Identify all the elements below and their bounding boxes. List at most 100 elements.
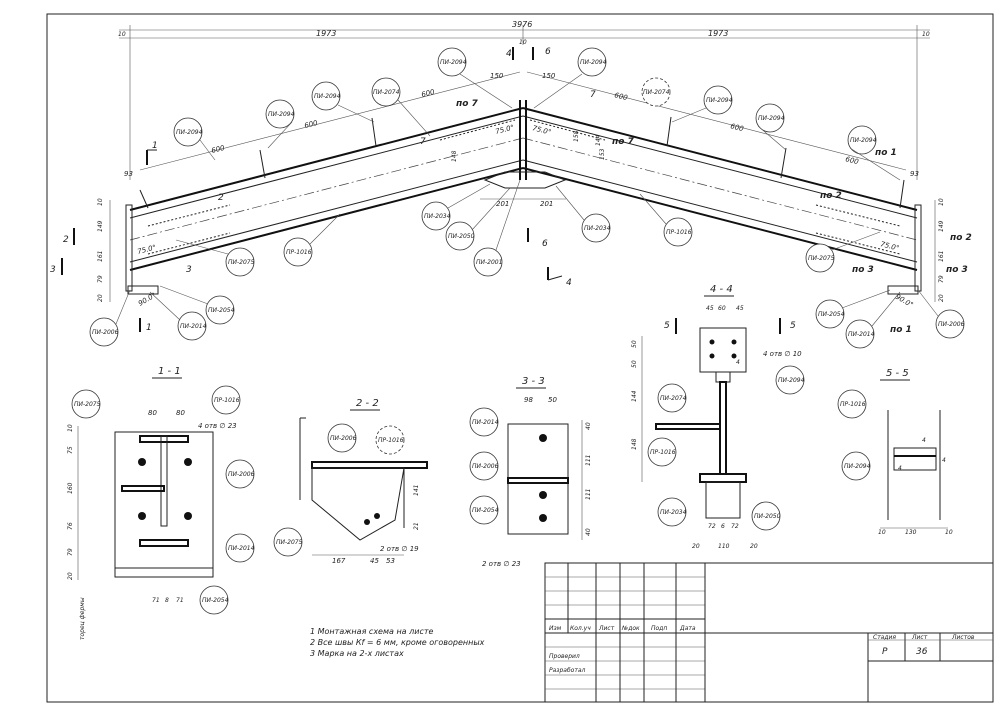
dim-98: 98 (524, 396, 533, 404)
dim-201-left: 201 (496, 200, 509, 208)
tag-pi2050-1: ПИ-2050 (448, 233, 475, 240)
tag-s2-pi2015: ПИ-2075 (276, 539, 303, 546)
tb-col-izm: Изм (549, 625, 562, 632)
section-4-4: 4 - 4 45 60 45 50 50 144 148 72 6 72 20 … (631, 284, 805, 550)
dim-53: 53 (386, 557, 395, 565)
dim-149-r: 149 (938, 220, 945, 232)
tb-sheets-h: Листов (951, 634, 975, 641)
side-label: торец фермы (79, 597, 86, 640)
cut-7-left: 7 (420, 137, 426, 147)
cut-5-right: 5 (790, 321, 796, 331)
cut-markers: 1 1 2 2 3 3 4 4 6 6 7 7 по 7 по 7 по 1 п… (50, 47, 972, 335)
cut-3-chord: 3 (186, 265, 192, 275)
cut-1-top: 1 (152, 141, 158, 151)
main-truss (125, 100, 922, 295)
angle-end-right: 75.0° (880, 240, 900, 252)
tag-pi2094-3: ПИ-2094 (314, 93, 341, 100)
tb-sheet-h: Лист (911, 634, 928, 641)
section-3-3: 3 - 3 98 50 40 111 111 40 2 отв ∅ 23 ПИ-… (469, 376, 592, 568)
right-end-dims: 10 149 161 79 20 (934, 198, 945, 302)
cut-po2-chord: по 2 (820, 191, 842, 201)
tag-pi2094-6: ПИ-2094 (706, 97, 733, 104)
dim-80-a: 80 (148, 409, 157, 417)
angle-end-left: 75.0° (137, 244, 157, 256)
dim-10-s5a: 10 (878, 529, 886, 536)
cut-2-left: 2 (63, 235, 69, 245)
tag-s2-pr1016: ПР-1016 (378, 437, 404, 444)
drawing-frame (46, 13, 994, 703)
dim-40-b: 40 (585, 528, 592, 536)
section-4-4-title: 4 - 4 (710, 284, 733, 295)
cut-po2-right: по 2 (950, 233, 972, 243)
tag-pi2034-1: ПИ-2034 (424, 213, 451, 220)
cut-po7-left: по 7 (456, 99, 479, 109)
dim-167: 167 (332, 557, 346, 565)
cut-po1-top: по 1 (875, 148, 897, 158)
dim-edge-right: 10 (922, 31, 930, 38)
tb-col-kol: Кол.уч (570, 625, 591, 632)
dim-50-s4a: 50 (631, 340, 638, 348)
tag-pi2034-2: ПИ-2034 (584, 225, 611, 232)
title-block: Изм Кол.уч Лист №док Подп Дата Проверил … (544, 562, 994, 703)
tb-checked: Проверил (549, 653, 580, 660)
tb-col-podp: Подп (651, 625, 667, 632)
cut-2-chord: 2 (218, 193, 224, 203)
tag-s4-pr1016: ПР-1016 (650, 449, 676, 456)
dim-10-s5b: 10 (945, 529, 953, 536)
dim-600-1: 600 (211, 144, 226, 155)
section-1-1: 1 - 1 80 80 10 75 160 76 79 20 71 8 71 т… (67, 366, 255, 640)
dim-153: 153 (599, 148, 606, 160)
tag-s4-pi2050: ПИ-2050 (754, 513, 781, 520)
dim-50-s3: 50 (548, 396, 557, 404)
tag-s4-pi2074: ПИ-2074 (660, 395, 687, 402)
tag-pi2014-1: ПИ-2014 (180, 323, 207, 330)
cut-4-top: 4 (506, 49, 512, 59)
dim-130: 130 (905, 529, 917, 536)
dim-10-l: 10 (97, 198, 104, 206)
cut-po3-right: по 3 (946, 265, 968, 275)
tag-pi2054-2: ПИ-2054 (818, 311, 845, 318)
cut-5-left: 5 (664, 321, 670, 331)
tag-s3-pi2054: ПИ-2054 (472, 507, 499, 514)
dim-40-a: 40 (585, 422, 592, 430)
dim-total: 3976 (512, 20, 532, 29)
cut-6-bottom: 6 (542, 239, 548, 249)
dim-half-right: 1973 (708, 29, 728, 38)
tag-pi2006-2: ПИ-2006 (938, 321, 965, 328)
dim-8-s1: 8 (165, 597, 169, 604)
tb-stage: Р (882, 647, 888, 657)
dim-4-s5a: 4 (922, 437, 926, 444)
dim-72-a: 72 (708, 523, 716, 530)
tag-s3-pi2006: ПИ-2006 (472, 463, 499, 470)
cut-6-top: 6 (545, 47, 551, 57)
dim-45-b: 45 (736, 305, 744, 312)
dim-93-left: 93 (124, 170, 133, 178)
tag-s1-pi2075: ПИ-2075 (74, 401, 101, 408)
tb-col-list: Лист (598, 625, 615, 632)
tag-pi2094-5: ПИ-2094 (580, 59, 607, 66)
cut-po3-chord: по 3 (852, 265, 874, 275)
tag-s1-pi2006: ПИ-2006 (228, 471, 255, 478)
tb-developed: Разработал (549, 667, 586, 674)
dim-20-r: 20 (938, 294, 945, 302)
tb-stage-h: Стадия (873, 634, 896, 641)
tag-pi2094-1: ПИ-2094 (176, 129, 203, 136)
tag-s1-pi2014: ПИ-2014 (228, 545, 255, 552)
dim-4-s5c: 4 (898, 465, 902, 472)
dim-80-b: 80 (176, 409, 185, 417)
tag-pi2075-2: ПИ-2075 (808, 255, 835, 262)
dim-111-b: 111 (585, 489, 592, 500)
dim-600-2: 600 (304, 119, 319, 130)
dim-600-6: 600 (845, 155, 860, 166)
dim-600-4: 600 (614, 91, 629, 102)
dim-201-right: 201 (540, 200, 553, 208)
dim-160-s1: 160 (67, 482, 74, 494)
dim-110: 110 (718, 543, 730, 550)
tag-s1-pr1016: ПР-1016 (214, 397, 240, 404)
tag-pi2001: ПИ-2001 (476, 259, 502, 266)
cut-7-right: 7 (590, 90, 596, 100)
dim-93-right: 93 (910, 170, 919, 178)
dim-60: 60 (718, 305, 726, 312)
part-tags-main: ПИ-2094 ПИ-2094 ПИ-2094 ПИ-2074 ПИ-2094 … (89, 47, 965, 349)
